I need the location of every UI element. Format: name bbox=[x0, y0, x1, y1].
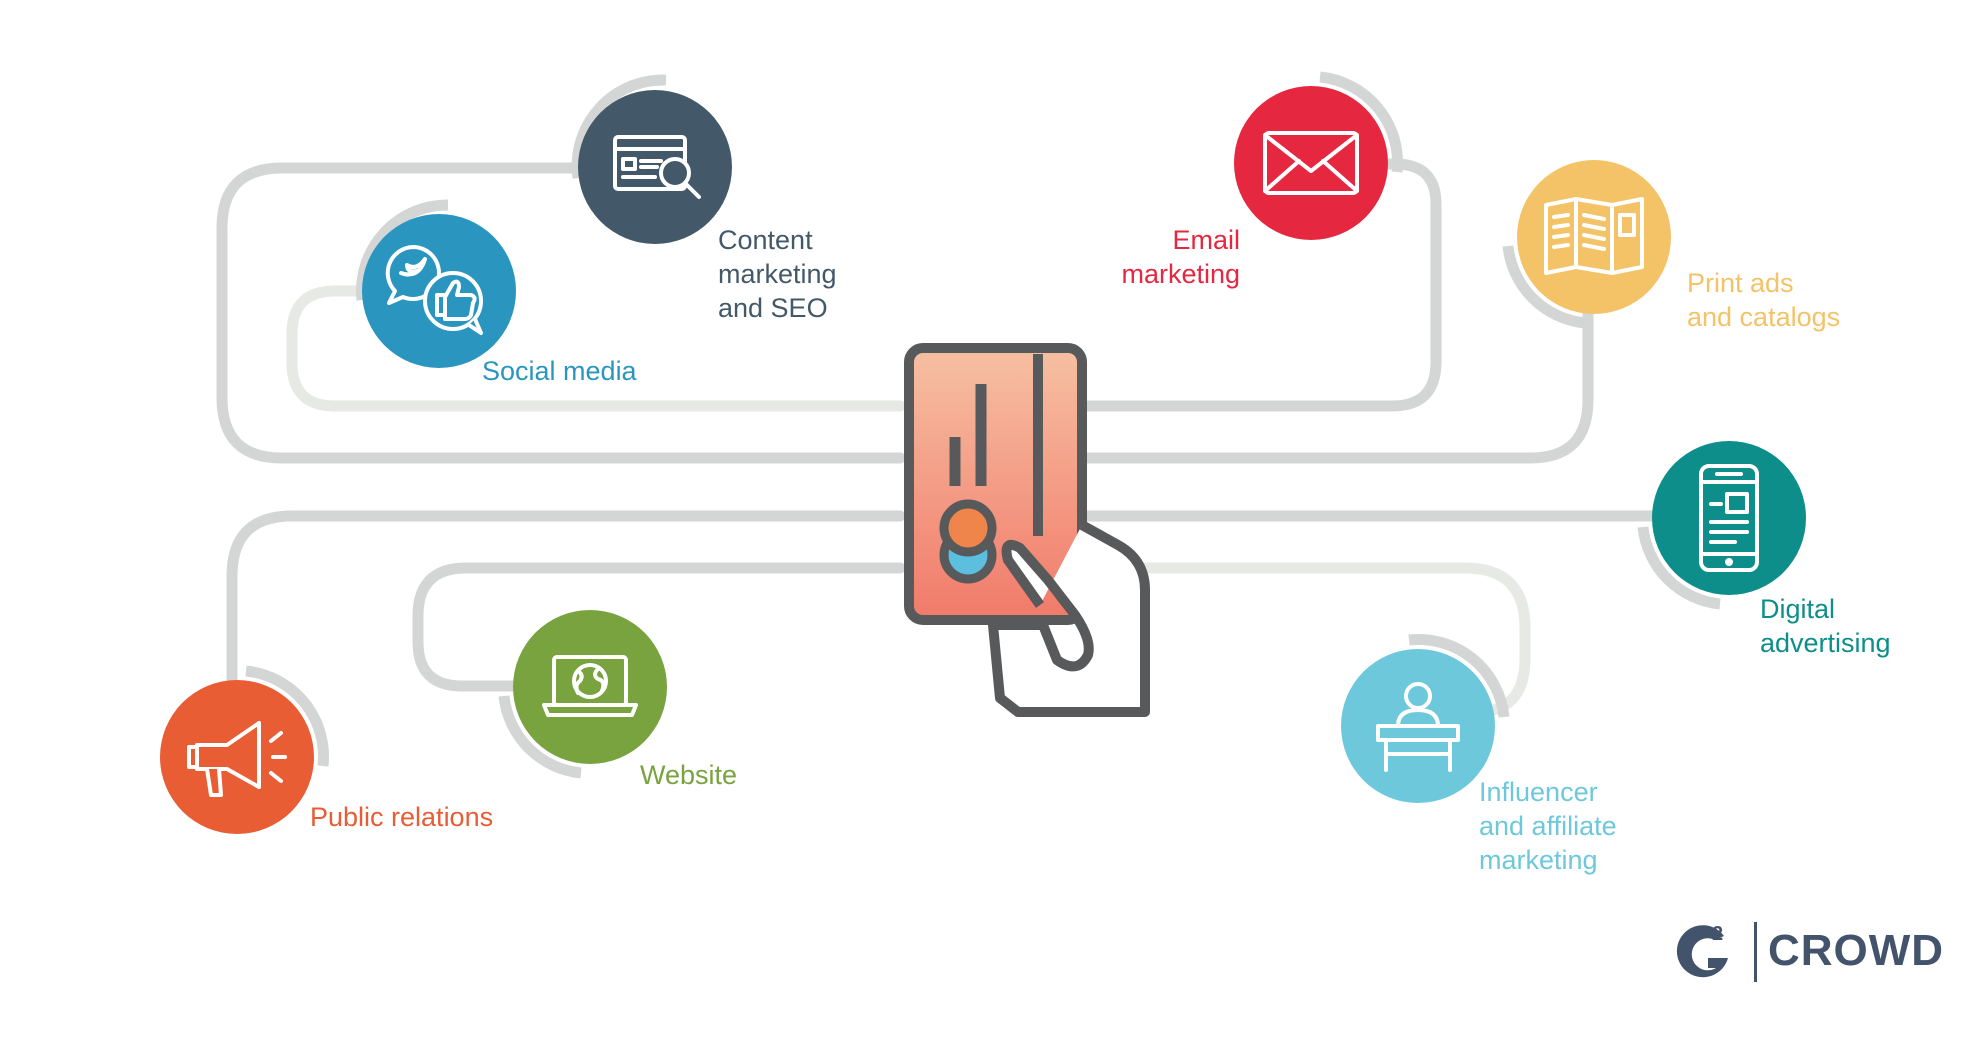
label-website: Website bbox=[640, 760, 738, 790]
channel-node-email bbox=[1234, 71, 1403, 240]
track-print bbox=[1074, 304, 1594, 464]
smartphone-icon bbox=[1699, 464, 1759, 572]
hand-holding-credit-card-icon bbox=[904, 343, 1150, 717]
label-pr: Public relations bbox=[310, 802, 494, 832]
node-ring bbox=[571, 74, 667, 179]
label-social: Social media bbox=[482, 356, 637, 386]
node-ring bbox=[498, 695, 582, 779]
channel-node-pr bbox=[160, 665, 329, 834]
label-digital: Digital advertising bbox=[1760, 594, 1891, 658]
brochure-icon bbox=[1544, 197, 1644, 275]
logo-divider bbox=[1754, 922, 1757, 982]
envelope-icon bbox=[1263, 131, 1359, 195]
laptop-globe-icon bbox=[542, 655, 638, 717]
node-ring bbox=[1408, 634, 1510, 718]
channel-node-social bbox=[356, 199, 516, 368]
channel-node-digital bbox=[1637, 441, 1806, 610]
card-chip-top bbox=[939, 499, 997, 557]
node-ring bbox=[1319, 71, 1403, 173]
track-email bbox=[1074, 158, 1442, 412]
label-content: Content marketing and SEO bbox=[718, 225, 837, 323]
node-ring bbox=[245, 665, 329, 767]
channel-node-website bbox=[498, 610, 667, 779]
channel-node-influencer bbox=[1341, 634, 1510, 803]
channel-node-content bbox=[571, 74, 732, 244]
logo-wordmark: CROWD bbox=[1768, 926, 1945, 975]
track-pr bbox=[226, 510, 906, 766]
channel-nodes bbox=[160, 71, 1806, 834]
svg-text:2: 2 bbox=[1712, 923, 1723, 945]
track-content bbox=[216, 162, 906, 464]
label-email: Email marketing bbox=[1121, 225, 1240, 289]
hand bbox=[988, 520, 1150, 717]
track-social bbox=[286, 285, 906, 412]
social-chat-bubbles-icon bbox=[385, 245, 483, 335]
node-ring bbox=[1502, 245, 1586, 329]
g2-logo-icon: 2 bbox=[1676, 923, 1728, 978]
person-at-desk-icon bbox=[1376, 682, 1460, 772]
node-ring bbox=[1637, 526, 1721, 610]
label-print: Print ads and catalogs bbox=[1687, 268, 1841, 332]
node-ring bbox=[356, 199, 449, 301]
megaphone-icon bbox=[187, 721, 287, 797]
label-influencer: Influencer and affiliate marketing bbox=[1479, 777, 1617, 875]
webpage-search-icon bbox=[613, 135, 701, 199]
connector-tracks bbox=[216, 158, 1726, 766]
track-website bbox=[412, 562, 906, 692]
g2-crowd-logo: 2 CROWD bbox=[1672, 918, 1943, 984]
channel-node-print bbox=[1502, 160, 1671, 329]
